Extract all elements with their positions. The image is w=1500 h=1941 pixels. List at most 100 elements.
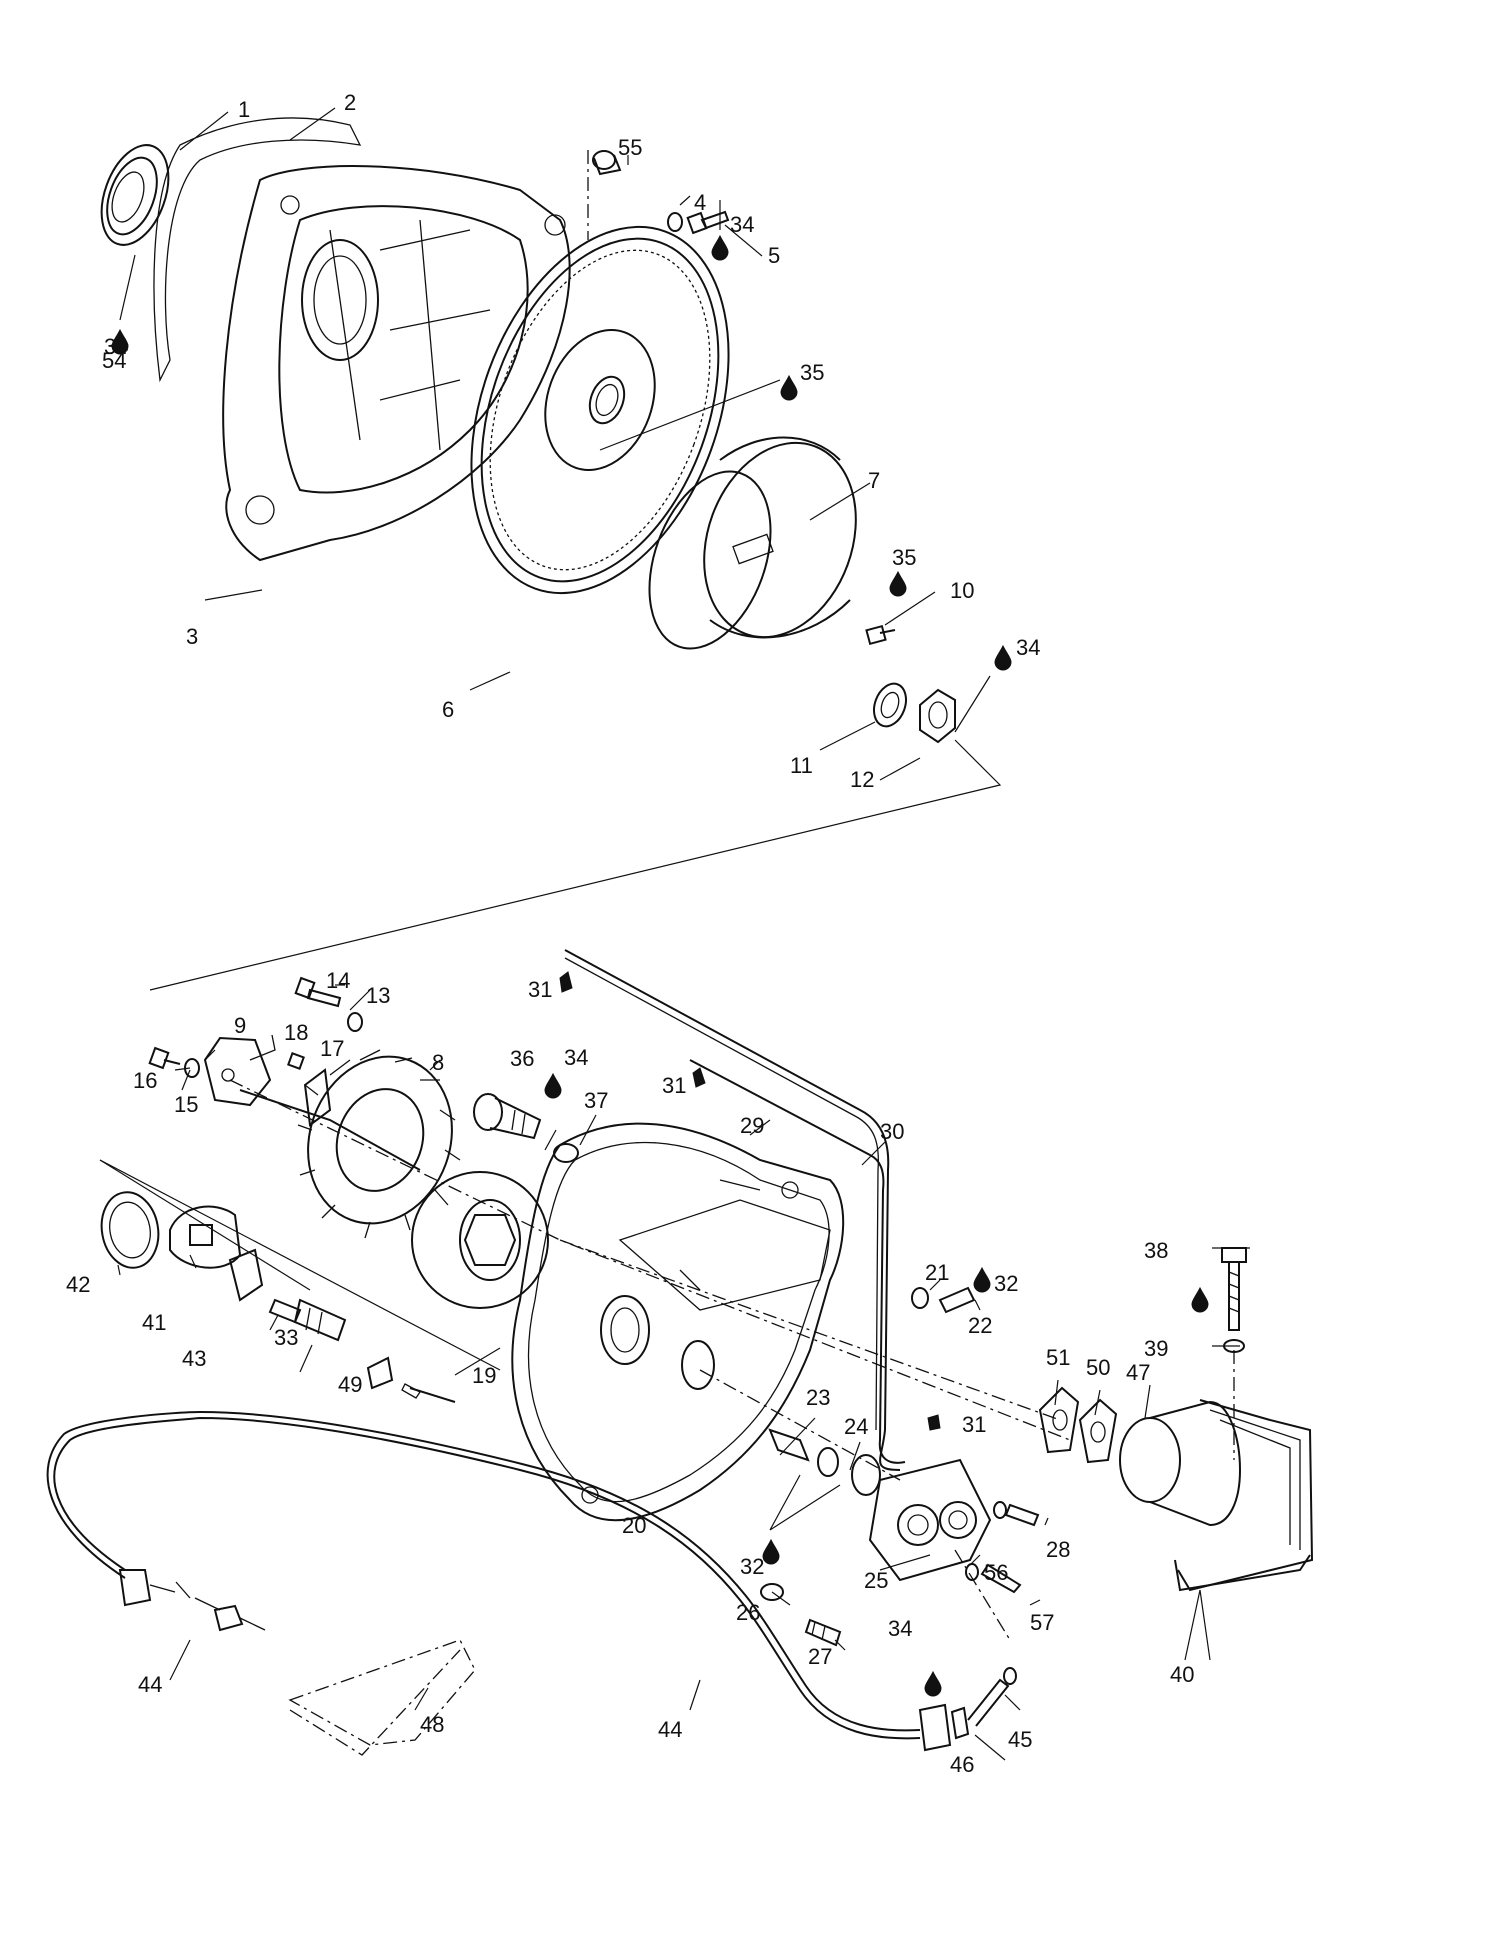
callout: 16: [133, 1068, 157, 1093]
part-screw-washer-2: [148, 1046, 200, 1078]
callout: 27: [808, 1644, 832, 1669]
callout: 35: [800, 360, 824, 385]
part-tube: [564, 949, 901, 1471]
callout: 39: [1144, 1336, 1168, 1361]
part-screw-3: [287, 1052, 305, 1070]
callout: 47: [1126, 1360, 1150, 1385]
part-gaskets-51-50: [1038, 1386, 1118, 1464]
part-clip-2: [692, 1067, 706, 1088]
callout: 36: [510, 1046, 534, 1071]
callout: 49: [338, 1372, 362, 1397]
part-washer-bolt: [760, 1583, 842, 1647]
callout: 25: [864, 1568, 888, 1593]
callout: 1: [238, 97, 250, 122]
callout: 23: [806, 1385, 830, 1410]
part-stator: [297, 1049, 461, 1239]
callout: 31: [528, 977, 552, 1002]
part-dowel: [587, 150, 622, 240]
callout: 8: [432, 1050, 444, 1075]
part-rotor: [648, 436, 857, 650]
part-connector-detail: [411, 1171, 549, 1309]
callout: 45: [1008, 1727, 1032, 1752]
part-bolt-washer-3: [1221, 1247, 1247, 1353]
callout-labels: 1 2 3 4 5 6 7 8 9 10 11 12 13 14 15 16 1…: [66, 90, 1194, 1777]
callout: 51: [1046, 1345, 1070, 1370]
callout: 44: [658, 1717, 682, 1742]
callout: 18: [284, 1020, 308, 1045]
callout: 46: [950, 1752, 974, 1777]
callout: 24: [844, 1414, 868, 1439]
callout: 55: [618, 135, 642, 160]
callout: 17: [320, 1036, 344, 1061]
callout: 6: [442, 697, 454, 722]
part-fitting-oring: [768, 1428, 881, 1496]
part-pump: [868, 1458, 992, 1582]
callout: 56: [984, 1560, 1008, 1585]
callout: 41: [142, 1310, 166, 1335]
part-clip-3: [927, 1414, 941, 1431]
part-cable: [46, 1410, 921, 1740]
callout: 15: [174, 1092, 198, 1117]
callout: 12: [850, 767, 874, 792]
callout: 11: [790, 753, 813, 778]
part-screw: [865, 624, 896, 646]
callout: 34: [1016, 635, 1040, 660]
part-cable-end: [918, 1667, 1017, 1752]
callout: 31: [662, 1073, 686, 1098]
callout: 19: [472, 1363, 496, 1388]
part-gasket: [153, 117, 362, 383]
part-bellows: [1174, 1399, 1314, 1592]
part-housing: [222, 165, 571, 562]
callout: 34: [888, 1616, 912, 1641]
callout: 22: [968, 1313, 992, 1338]
callout: 7: [868, 468, 880, 493]
callout: 14: [326, 968, 350, 993]
callout: 34: [564, 1045, 588, 1070]
callout: 13: [366, 983, 390, 1008]
callout: 2: [344, 90, 356, 115]
part-washer-screw: [667, 210, 730, 235]
callout: 32: [740, 1554, 764, 1579]
callout: 43: [182, 1346, 206, 1371]
callout: 26: [736, 1600, 760, 1625]
part-ring-gear: [470, 225, 730, 595]
part-screw-washer: [294, 976, 363, 1032]
callout: 42: [66, 1272, 90, 1297]
callout: 54: [102, 348, 126, 373]
callout: 9: [234, 1013, 246, 1038]
part-bracket-phantom: [288, 1639, 476, 1756]
callout: 35: [892, 545, 916, 570]
part-cover: [511, 1122, 845, 1522]
part-seal: [100, 144, 170, 246]
callout: 10: [950, 578, 974, 603]
part-hose: [689, 1059, 906, 1464]
part-bolt-washer: [473, 1093, 579, 1163]
callout: 21: [925, 1260, 949, 1285]
callout: 40: [1170, 1662, 1194, 1687]
part-clip-1: [559, 971, 573, 993]
part-pickup-coil: [203, 1034, 421, 1171]
callout: 4: [694, 190, 706, 215]
callout: 20: [622, 1513, 646, 1538]
callout: 34: [104, 334, 128, 359]
part-washer-nut: [873, 682, 956, 744]
callout: 44: [138, 1672, 162, 1697]
callout: 34: [730, 212, 754, 237]
callout: 3: [186, 624, 198, 649]
callout: 37: [584, 1088, 608, 1113]
part-washer-bolt-2: [911, 1286, 976, 1314]
callout: 30: [880, 1119, 904, 1144]
callout: 29: [740, 1113, 764, 1138]
oil-drop-icon: [111, 234, 1209, 1697]
callout: 50: [1086, 1355, 1110, 1380]
callout: 38: [1144, 1238, 1168, 1263]
part-connector: [268, 1298, 456, 1403]
callout: 48: [420, 1712, 444, 1737]
callout: 33: [274, 1325, 298, 1350]
leader-lines-lower: [99, 984, 1250, 1761]
callout: 57: [1030, 1610, 1054, 1635]
callout: 31: [962, 1412, 986, 1437]
callout: 5: [768, 243, 780, 268]
part-tube-2: [564, 957, 880, 1431]
